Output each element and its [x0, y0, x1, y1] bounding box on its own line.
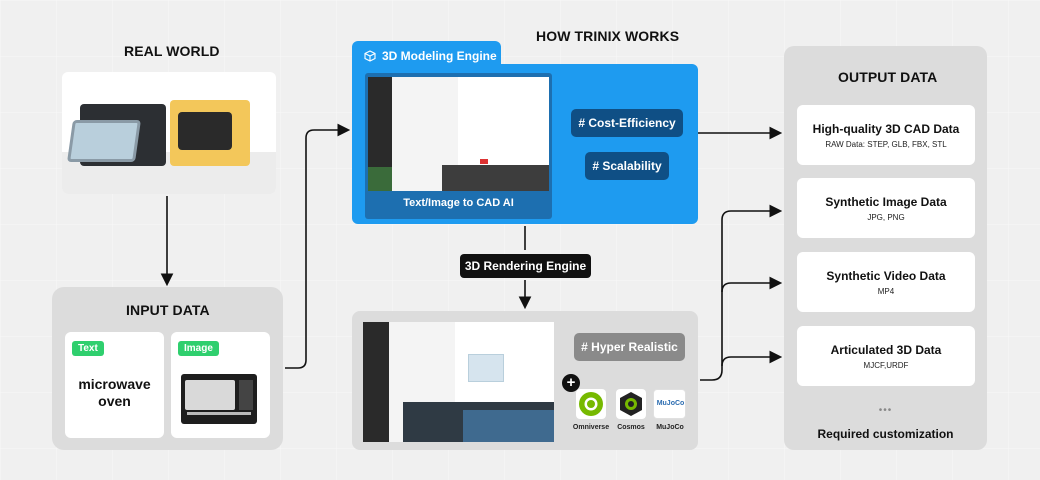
cosmos-icon — [616, 389, 646, 419]
plus-icon: + — [562, 374, 580, 392]
mujoco-icon: MuJoCo — [653, 389, 686, 419]
real-world-photo — [62, 72, 276, 194]
modeling-engine-label: 3D Modeling Engine — [382, 49, 497, 63]
cube-icon — [364, 50, 376, 62]
text-tag: Text — [72, 341, 104, 356]
real-world-heading: REAL WORLD — [124, 43, 220, 59]
logo-label-mujoco: MuJoCo — [656, 424, 684, 431]
text-input-value-line2: oven — [98, 393, 131, 409]
omniverse-icon — [576, 389, 606, 419]
output-card-title: Synthetic Image Data — [825, 194, 947, 209]
mujoco-mark: MuJoCo — [656, 400, 685, 407]
text-input-card: Text microwave oven — [65, 332, 164, 438]
more-dots-icon: ••• — [878, 405, 893, 416]
modeling-preview-box: Text/Image to CAD AI — [365, 73, 552, 219]
pill-cost-efficiency: # Cost-Efficiency — [571, 109, 683, 137]
output-card-articulated: Articulated 3D Data MJCF,URDF — [797, 326, 975, 386]
output-card-title: Articulated 3D Data — [830, 342, 942, 357]
logo-label-cosmos: Cosmos — [617, 424, 645, 431]
modeling-screenshot — [368, 77, 549, 191]
output-card-sub: RAW Data: STEP, GLB, FBX, STL — [825, 139, 947, 149]
output-card-image: Synthetic Image Data JPG, PNG — [797, 178, 975, 238]
output-card-sub: JPG, PNG — [867, 212, 905, 222]
output-card-sub: MJCF,URDF — [863, 360, 909, 370]
output-card-title: Synthetic Video Data — [826, 268, 946, 283]
output-data-heading: OUTPUT DATA — [838, 69, 938, 85]
center-heading: HOW TRINIX WORKS — [536, 28, 680, 44]
microwave-image — [181, 374, 257, 424]
output-card-title: High-quality 3D CAD Data — [812, 121, 960, 136]
output-footer: Required customization — [817, 427, 954, 441]
pill-scalability: # Scalability — [585, 152, 669, 180]
output-card-sub: MP4 — [877, 286, 895, 296]
image-input-card: Image — [171, 332, 270, 438]
modeling-engine-tab[interactable]: 3D Modeling Engine — [352, 41, 501, 71]
logo-label-omniverse: Omniverse — [572, 424, 610, 431]
text-input-value-line1: microwave — [78, 376, 151, 392]
output-card-cad: High-quality 3D CAD Data RAW Data: STEP,… — [797, 105, 975, 165]
pill-hyper-realistic: # Hyper Realistic — [574, 333, 685, 361]
rendering-engine-label: 3D Rendering Engine — [460, 254, 591, 278]
modeling-caption: Text/Image to CAD AI — [403, 197, 514, 209]
input-data-heading: INPUT DATA — [126, 302, 210, 318]
rendering-screenshot — [363, 322, 554, 442]
output-card-video: Synthetic Video Data MP4 — [797, 252, 975, 312]
image-tag: Image — [178, 341, 219, 356]
